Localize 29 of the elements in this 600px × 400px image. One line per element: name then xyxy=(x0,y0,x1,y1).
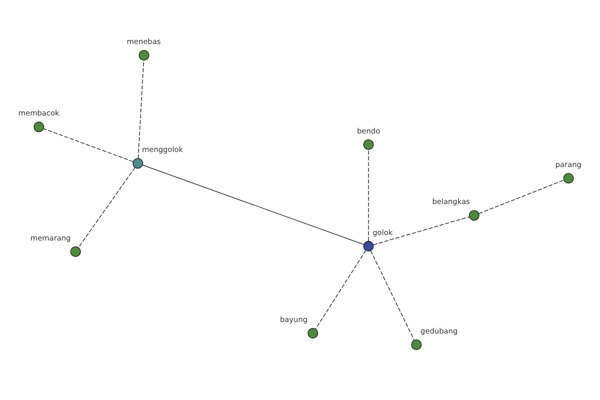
connector xyxy=(142,164,364,245)
node-label: golok xyxy=(372,228,393,237)
node-label: menggolok xyxy=(142,145,184,154)
node-circle xyxy=(411,340,422,350)
connector xyxy=(138,60,144,159)
connector xyxy=(78,167,136,248)
node-circle xyxy=(468,210,480,221)
node-label: bayung xyxy=(280,314,308,324)
node-label: belangkas xyxy=(432,197,470,206)
connector xyxy=(315,250,366,330)
node-circle xyxy=(563,173,574,184)
node-label: memarang xyxy=(30,233,71,242)
node-circle xyxy=(70,246,81,257)
node-circle xyxy=(132,158,144,169)
node-circle xyxy=(363,139,374,150)
connector xyxy=(368,149,369,242)
node-circle xyxy=(363,240,374,252)
node-label: bendo xyxy=(357,126,380,136)
node-label: menebas xyxy=(126,36,161,46)
connector xyxy=(478,180,564,214)
node-label: gedubang xyxy=(420,326,458,336)
connector xyxy=(43,128,134,162)
node-circle xyxy=(308,328,318,338)
node-circle xyxy=(138,50,150,60)
connector xyxy=(373,216,470,246)
node-label: parang xyxy=(555,160,582,169)
node-label: membacok xyxy=(18,108,60,118)
node-circle xyxy=(34,122,44,132)
connector xyxy=(370,250,415,341)
